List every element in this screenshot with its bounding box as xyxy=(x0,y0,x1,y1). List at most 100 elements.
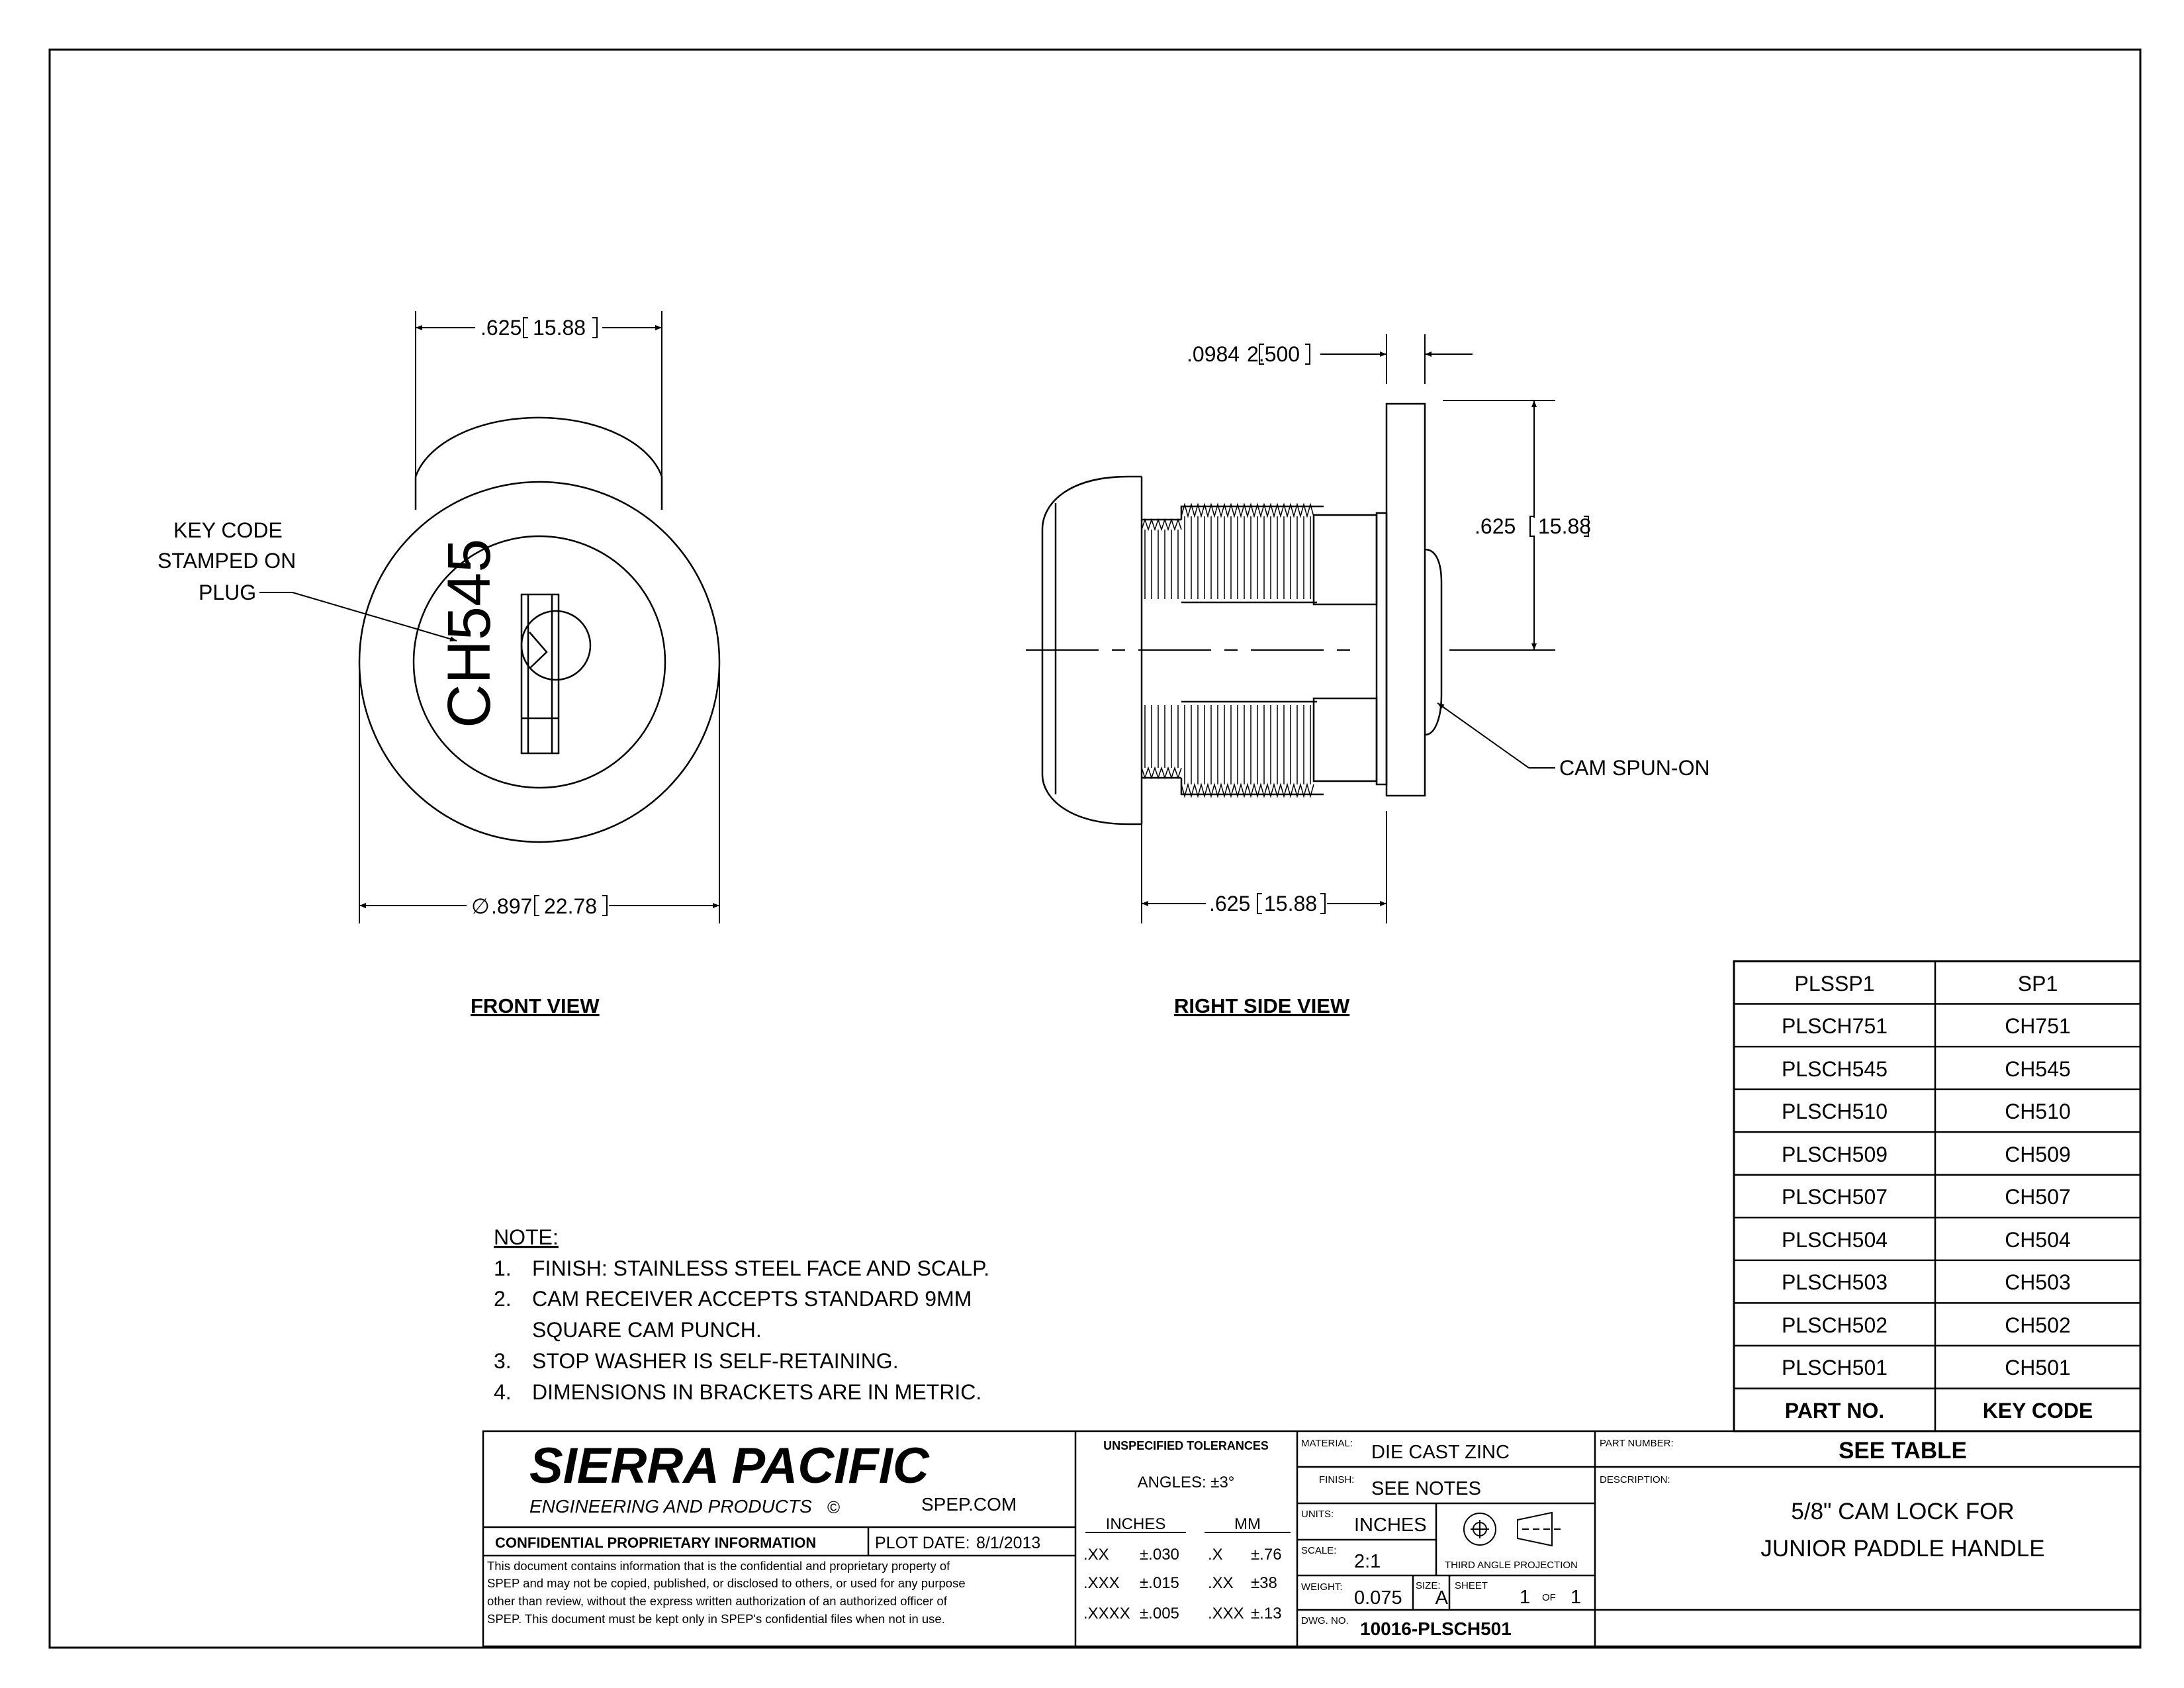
disclaimer-line-2: SPEP and may not be copied, published, o… xyxy=(487,1576,966,1590)
tol-mm-fmt: .XXX xyxy=(1208,1605,1244,1622)
cam-leader xyxy=(1437,702,1555,769)
weight-label: WEIGHT: xyxy=(1301,1581,1343,1593)
material-label: MATERIAL: xyxy=(1301,1438,1353,1449)
front-view-title: FRONT VIEW xyxy=(471,994,600,1017)
thread-profile xyxy=(1141,766,1182,780)
finish-label: FINISH: xyxy=(1319,1474,1354,1485)
table-row-part: PLSSP1 xyxy=(1795,972,1875,996)
table-row-part: PLSCH503 xyxy=(1782,1270,1888,1294)
table-row-part: PLSCH510 xyxy=(1782,1100,1888,1123)
tol-in-val: ±.030 xyxy=(1140,1546,1179,1564)
table-row-part: PLSCH507 xyxy=(1782,1185,1888,1209)
tol-mm-val: ±.76 xyxy=(1251,1546,1282,1564)
front-width-dimension xyxy=(415,311,662,503)
description-label: DESCRIPTION: xyxy=(1600,1474,1670,1485)
angles-tolerance: ANGLES: ±3° xyxy=(1138,1474,1235,1491)
key-code-label-line-2: STAMPED ON xyxy=(158,549,296,573)
of-label: OF xyxy=(1542,1592,1556,1603)
plot-date-label: PLOT DATE: xyxy=(875,1534,970,1552)
size-value: A xyxy=(1435,1587,1449,1609)
note-2-line-2: SQUARE CAM PUNCH. xyxy=(532,1318,762,1342)
note-2-line-1: CAM RECEIVER ACCEPTS STANDARD 9MM xyxy=(532,1287,972,1311)
notes-heading: NOTE: xyxy=(494,1225,559,1249)
side-view xyxy=(1041,402,1443,825)
thread-profile xyxy=(1181,782,1314,798)
title-block xyxy=(482,1430,2142,1648)
size-label: SIZE: xyxy=(1416,1580,1441,1591)
table-row-part: PLSCH504 xyxy=(1782,1228,1888,1252)
side-view-title: RIGHT SIDE VIEW xyxy=(1174,994,1350,1017)
table-row-key: CH545 xyxy=(2005,1057,2071,1081)
note-1-num: 1. xyxy=(494,1256,512,1280)
note-1-line-1: FINISH: STAINLESS STEEL FACE AND SCALP. xyxy=(532,1256,989,1280)
projection-label: THIRD ANGLE PROJECTION xyxy=(1445,1560,1578,1571)
tol-mm-val: ±38 xyxy=(1251,1574,1277,1592)
table-row-key: CH507 xyxy=(2005,1185,2071,1209)
key-code-label-line-3: PLUG xyxy=(199,581,256,604)
tol-in-val: ±.005 xyxy=(1140,1605,1179,1622)
description-line-2: JUNIOR PADDLE HANDLE xyxy=(1760,1536,2044,1562)
side-height-dimension xyxy=(1443,400,1589,651)
key-code-leader xyxy=(259,592,457,642)
side-cam-mm: 2.500 xyxy=(1247,342,1300,366)
key-code-label-line-1: KEY CODE xyxy=(173,518,283,542)
front-diameter-dimension xyxy=(359,669,720,923)
table-row-part: PLSCH509 xyxy=(1782,1143,1888,1166)
table-row-key: CH503 xyxy=(2005,1270,2071,1294)
part-number-label: PART NUMBER: xyxy=(1600,1438,1674,1449)
disclaimer-line-4: SPEP. This document must be kept only in… xyxy=(487,1612,945,1626)
table-header-part: PART NO. xyxy=(1785,1399,1885,1423)
scale-value: 2:1 xyxy=(1354,1551,1381,1572)
units-value: INCHES xyxy=(1354,1515,1427,1536)
side-length-in: .625 xyxy=(1209,892,1250,915)
side-length-dimension xyxy=(1141,811,1387,923)
sheet-value: 1 xyxy=(1520,1587,1530,1608)
side-cam-dimension xyxy=(1259,334,1473,384)
table-row-part: PLSCH545 xyxy=(1782,1057,1888,1081)
table-row-part: PLSCH502 xyxy=(1782,1313,1888,1337)
copyright-icon: © xyxy=(827,1497,840,1517)
front-width-in: .625 xyxy=(480,316,522,340)
tol-in-fmt: .XXXX xyxy=(1083,1605,1130,1622)
part-number-value: SEE TABLE xyxy=(1839,1438,1967,1464)
side-cam-in: .0984 xyxy=(1187,342,1240,366)
thread-profile xyxy=(1141,518,1182,532)
note-4-num: 4. xyxy=(494,1380,512,1404)
table-row-part: PLSCH501 xyxy=(1782,1356,1888,1380)
third-angle-projection-icon xyxy=(1463,1511,1562,1547)
tol-in-fmt: .XX xyxy=(1083,1546,1109,1564)
part-table: PLSSP1 SP1 PLSCH751 CH751 PLSCH545 CH545… xyxy=(1733,960,2142,1432)
dwg-no-label: DWG. NO. xyxy=(1301,1615,1349,1626)
side-height-in: .625 xyxy=(1475,514,1516,538)
sheet-total: 1 xyxy=(1570,1587,1581,1608)
note-3-line-1: STOP WASHER IS SELF-RETAINING. xyxy=(532,1349,899,1373)
key-stamp-text: CH545 xyxy=(435,539,503,728)
tol-mm-fmt: .XX xyxy=(1208,1574,1234,1592)
description-line-1: 5/8" CAM LOCK FOR xyxy=(1791,1499,2014,1524)
company-name: SIERRA PACIFIC xyxy=(529,1438,930,1494)
confidential-heading: CONFIDENTIAL PROPRIETARY INFORMATION xyxy=(495,1534,816,1551)
diameter-symbol: ∅ xyxy=(471,894,490,918)
note-4-line-1: DIMENSIONS IN BRACKETS ARE IN METRIC. xyxy=(532,1380,981,1404)
table-row-key: CH504 xyxy=(2005,1228,2071,1252)
thread-teeth xyxy=(1141,502,1314,798)
dwg-no-value: 10016-PLSCH501 xyxy=(1360,1618,1512,1639)
units-label: UNITS: xyxy=(1301,1509,1334,1520)
plot-date: 8/1/2013 xyxy=(976,1534,1040,1552)
tol-mm-fmt: .X xyxy=(1208,1546,1223,1564)
sheet-label: SHEET xyxy=(1455,1580,1488,1591)
weight-value: 0.075 xyxy=(1354,1587,1402,1609)
table-row-part: PLSCH751 xyxy=(1782,1014,1888,1038)
table-header-key: KEY CODE xyxy=(1983,1399,2093,1423)
cam-spun-on-label: CAM SPUN-ON xyxy=(1559,756,1710,780)
tol-mm-val: ±.13 xyxy=(1251,1605,1282,1622)
table-row-key: CH751 xyxy=(2005,1014,2071,1038)
front-diameter-in: .897 xyxy=(491,894,532,918)
note-3-num: 3. xyxy=(494,1349,512,1373)
inches-header: INCHES xyxy=(1106,1515,1166,1533)
tol-in-fmt: .XXX xyxy=(1083,1574,1120,1592)
front-diameter-mm: 22.78 xyxy=(544,894,597,918)
disclaimer-line-1: This document contains information that … xyxy=(487,1559,950,1573)
notes: NOTE: 1. FINISH: STAINLESS STEEL FACE AN… xyxy=(494,1225,989,1404)
